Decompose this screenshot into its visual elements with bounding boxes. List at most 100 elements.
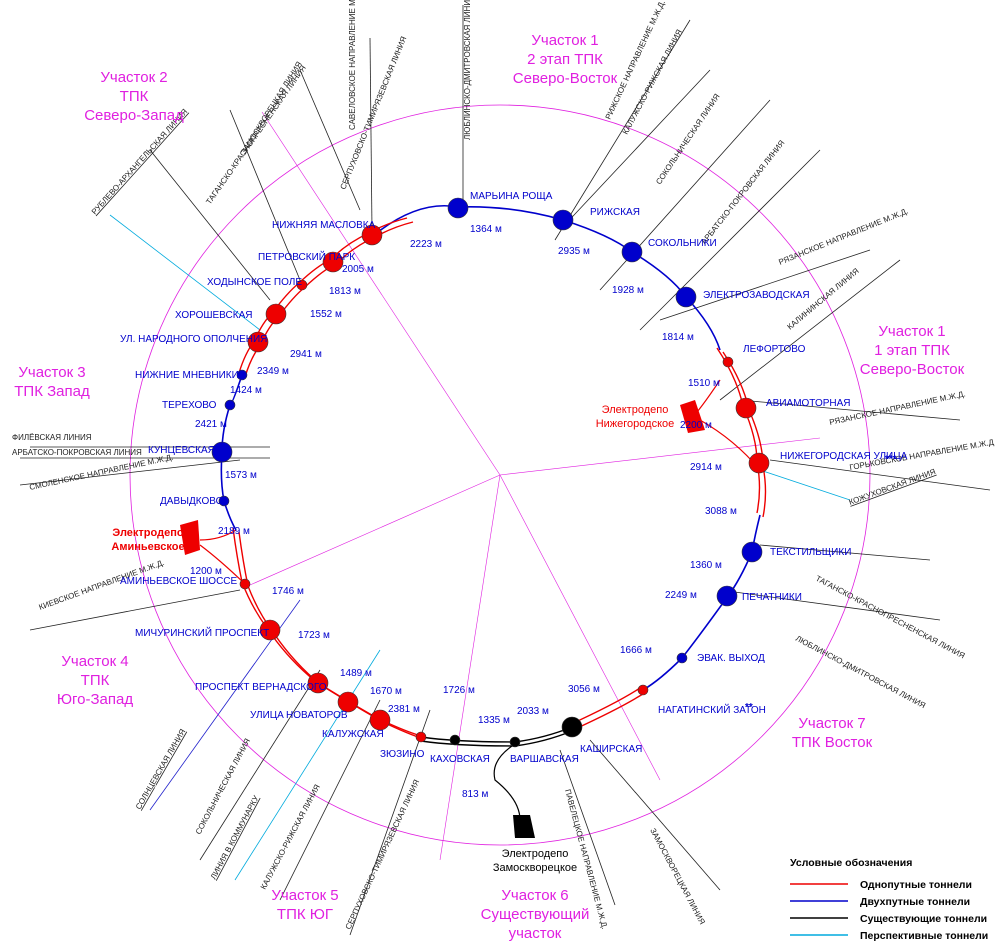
station-marker: [716, 585, 738, 607]
line-name-label: ТАГАНСКО-КРАСНОПРЕСНЕНСКАЯ ЛИНИЯ: [204, 63, 308, 206]
section-label: ТПК: [81, 672, 110, 689]
depot-label: Электродепо: [602, 404, 669, 416]
station-marker: [211, 441, 233, 463]
crossing-line: [279, 699, 381, 901]
section-label: ТПК Запад: [14, 383, 90, 400]
distance-label: 1928 м: [612, 285, 644, 296]
station-label: МИЧУРИНСКИЙ ПРОСПЕКТ: [135, 626, 269, 639]
line-name-label: ЛЮБЛИНСКО-ДМИТРОВСКАЯ ЛИНИЯ: [794, 634, 927, 711]
station-label: КУНЦЕВСКАЯ: [148, 445, 215, 456]
distance-label: 1335 м: [478, 715, 510, 726]
station-label: ЛЕФОРТОВО: [743, 344, 806, 355]
section-divider: [439, 474, 501, 861]
station-marker: [307, 672, 329, 694]
crossing-line: [639, 149, 821, 331]
station-marker: [447, 197, 469, 219]
station-marker: [675, 286, 697, 308]
distance-label: 2005 м: [342, 264, 374, 275]
distance-label: 1200 м: [190, 566, 222, 577]
distance-label: 2200 м: [680, 420, 712, 431]
line-name-label: СМОЛЕНСКОЕ НАПРАВЛЕНИЕ М.Ж.Д.: [29, 453, 175, 492]
line-name-label: КАЛУЖСКО-РИЖСКАЯ ЛИНИЯ: [259, 783, 322, 891]
crossing-line: [369, 37, 373, 231]
section-label: Северо-Восток: [860, 361, 965, 378]
station-label: НИЖЕГОРОДСКАЯ УЛИЦА: [780, 451, 908, 462]
station-label: ТЕРЕХОВО: [162, 400, 217, 411]
station-label: ПРОСПЕКТ ВЕРНАДСКОГО: [195, 682, 327, 693]
depot-label: Аминьевское: [111, 541, 184, 553]
station-label: ТЕКСТИЛЬЩИКИ: [770, 547, 851, 558]
single-track-tunnel: [574, 691, 647, 730]
crossing-line: [559, 749, 616, 906]
section-label: Участок 2: [100, 69, 167, 86]
station-label: КАЛУЖСКАЯ: [322, 729, 384, 740]
depot-branch: [199, 529, 246, 585]
station-marker: [218, 495, 230, 507]
distance-label: 1552 м: [310, 309, 342, 320]
distance-label: 1746 м: [272, 586, 304, 597]
station-marker: [239, 578, 251, 590]
station-label: ВАРШАВСКАЯ: [510, 754, 579, 765]
station-marker: [509, 736, 521, 748]
section-label: Участок 1: [878, 323, 945, 340]
distance-label: 1813 м: [329, 286, 361, 297]
station-label: НИЖНИЕ МНЕВНИКИ: [135, 370, 239, 381]
station-label: КАШИРСКАЯ: [580, 744, 642, 755]
crossing-line: [349, 709, 431, 936]
depot-label: Нижегородское: [596, 418, 675, 430]
station-label: ЗЮЗИНО: [380, 749, 425, 760]
distance-label: 1670 м: [370, 686, 402, 697]
station-marker: [722, 356, 734, 368]
distance-label: 1723 м: [298, 630, 330, 641]
existing-tunnel: [420, 726, 573, 743]
line-name-label: ЛЮБЛИНСКО-ДМИТРОВСКАЯ ЛИНИЯ: [463, 0, 472, 140]
legend-title: Условные обозначения: [790, 857, 912, 869]
distance-label: 1489 м: [340, 668, 372, 679]
single-track-tunnel: [244, 221, 414, 378]
station-label: НОВАТОРОВ: [286, 710, 348, 721]
station-label: ЭВАК. ВЫХОД: [697, 653, 765, 664]
station-marker: [236, 369, 248, 381]
distance-label: 1726 м: [443, 685, 475, 696]
station-label: УЛИЦА: [250, 710, 284, 721]
line-name-label: РЯЗАНСКОЕ НАПРАВЛЕНИЕ М.Ж.Д.: [777, 206, 909, 266]
distance-label: 1666 м: [620, 645, 652, 656]
distance-label: 2349 м: [257, 366, 289, 377]
crossing-line: [769, 459, 991, 491]
station-label: УЛ. НАРОДНОГО ОПОЛЧЕНИЯ: [120, 334, 267, 345]
line-name-label: КАЛУЖСКО-РИЖСКАЯ ЛИНИЯ: [621, 28, 684, 136]
section-label: Северо-Запад: [84, 107, 184, 124]
line-name-label: КОЖУХОВСКАЯ ЛИНИЯ: [848, 467, 937, 507]
station-label: РИЖСКАЯ: [590, 207, 640, 218]
station-marker: [337, 691, 359, 713]
crossing-line: [719, 589, 941, 621]
station-label: ДАВЫДКОВО: [160, 496, 224, 507]
depot-label: Электродепо: [502, 848, 569, 860]
single-track-tunnel: [716, 347, 761, 514]
station-marker: [247, 331, 269, 353]
section-label: Участок 5: [271, 887, 338, 904]
station-marker: [748, 452, 770, 474]
line-name-label: АРБАТСКО-ПОКРОВСКАЯ ЛИНИЯ: [699, 138, 786, 246]
section-boundary-circle: [129, 104, 871, 846]
station-marker: [637, 684, 649, 696]
distance-label: 2249 м: [665, 590, 697, 601]
station-label: СОКОЛЬНИКИ: [648, 238, 717, 249]
crossing-line: [759, 469, 851, 501]
station-label: ХОДЫНСКОЕ ПОЛЕ: [207, 277, 302, 288]
line-name-label: АРБАТСКО-ПОКРОВСКАЯ ЛИНИЯ: [12, 448, 142, 457]
section-label: ТПК ЮГ: [277, 906, 333, 923]
distance-label: 2223 м: [410, 239, 442, 250]
station-marker: [361, 224, 383, 246]
station-marker: [369, 709, 391, 731]
single-track-tunnel: [722, 351, 767, 518]
crossing-line: [199, 669, 321, 861]
depot-label: Замоскворецкое: [493, 862, 577, 874]
distance-label: 2189 м: [218, 526, 250, 537]
crossing-line: [739, 399, 961, 421]
crossing-line: [149, 149, 271, 301]
distance-label: 1424 м: [230, 385, 262, 396]
section-label: Существующий: [481, 906, 590, 923]
crossing-line: [759, 544, 931, 561]
distance-label: 1360 м: [690, 560, 722, 571]
